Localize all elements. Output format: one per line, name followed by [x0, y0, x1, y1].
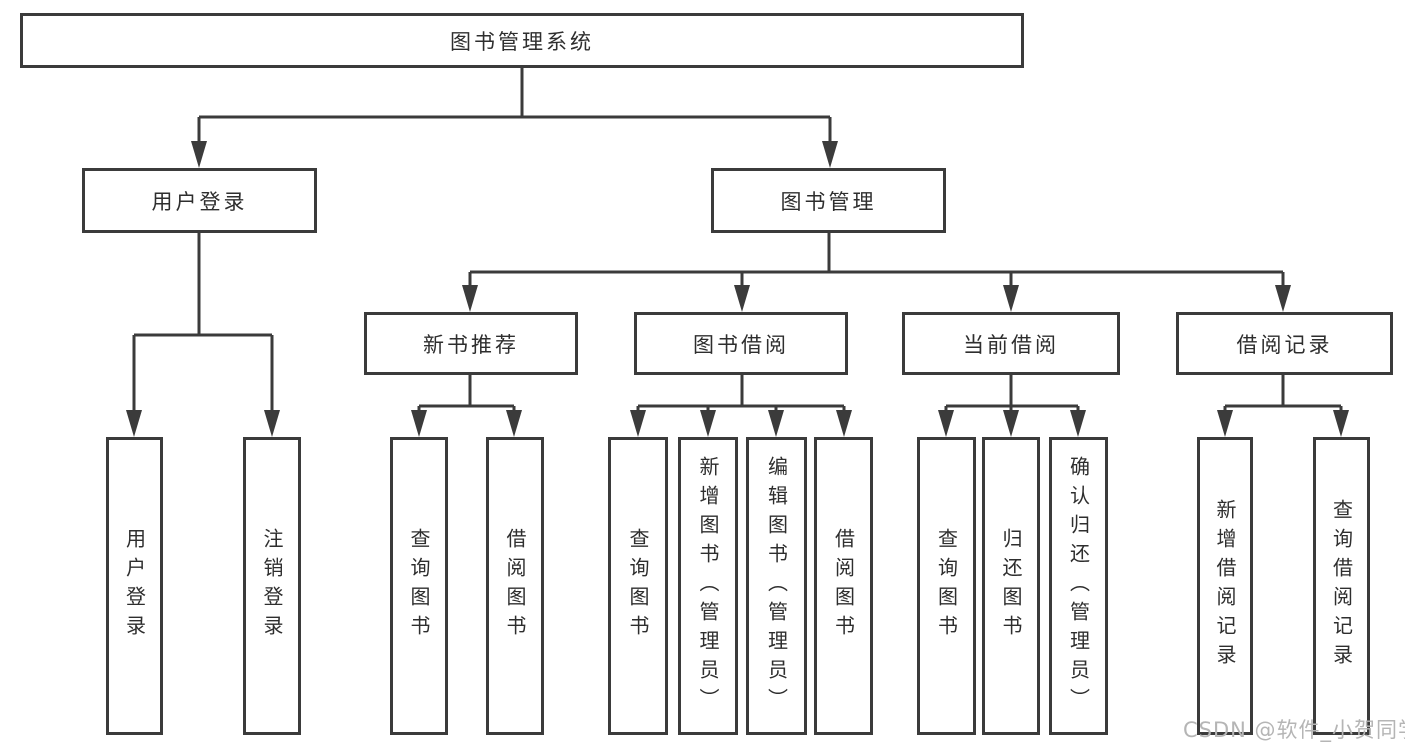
leaf-add-book-admin-label: 新增图书（管理员）	[696, 455, 720, 717]
leaf-query-books-current: 查询图书	[917, 437, 976, 735]
node-new-book-recommend-label: 新书推荐	[423, 332, 519, 357]
leaf-edit-book-admin-label: 编辑图书（管理员）	[764, 455, 789, 717]
node-book-borrow-label: 图书借阅	[693, 332, 789, 357]
leaf-borrow-books-recommend-label: 借阅图书	[503, 528, 527, 644]
leaf-add-borrow-record-label: 新增借阅记录	[1213, 499, 1237, 673]
node-current-borrow: 当前借阅	[902, 312, 1120, 375]
leaf-logout: 注销登录	[243, 437, 301, 735]
leaf-query-books-borrow: 查询图书	[608, 437, 668, 735]
node-root-label: 图书管理系统	[450, 29, 594, 54]
leaf-return-book: 归还图书	[982, 437, 1040, 735]
node-user-login: 用户登录	[82, 168, 317, 233]
leaf-return-book-label: 归还图书	[999, 528, 1023, 644]
node-borrow-records-label: 借阅记录	[1236, 332, 1333, 357]
connector-current-borrow-children	[938, 375, 1086, 437]
leaf-query-books-current-label: 查询图书	[934, 528, 959, 644]
node-book-management: 图书管理	[711, 168, 946, 233]
connector-user-login-children	[126, 233, 280, 437]
connector-new-book-children	[411, 375, 522, 437]
leaf-query-books-recommend-label: 查询图书	[407, 528, 431, 644]
connector-book-management-children	[462, 233, 1291, 312]
leaf-query-books-borrow-label: 查询图书	[626, 528, 650, 644]
node-user-login-label: 用户登录	[151, 189, 248, 214]
node-book-management-label: 图书管理	[780, 189, 877, 214]
leaf-user-login: 用户登录	[106, 437, 163, 735]
node-current-borrow-label: 当前借阅	[963, 332, 1059, 357]
leaf-logout-label: 注销登录	[260, 528, 284, 644]
leaf-user-login-label: 用户登录	[122, 528, 147, 644]
node-book-borrow: 图书借阅	[634, 312, 848, 375]
connector-book-borrow-children	[630, 375, 852, 437]
node-borrow-records: 借阅记录	[1176, 312, 1393, 375]
leaf-query-books-recommend: 查询图书	[390, 437, 448, 735]
leaf-add-borrow-record: 新增借阅记录	[1197, 437, 1253, 735]
node-root: 图书管理系统	[20, 13, 1024, 68]
leaf-query-borrow-record-label: 查询借阅记录	[1329, 499, 1354, 673]
leaf-confirm-return-admin: 确认归还（管理员）	[1049, 437, 1108, 735]
leaf-borrow-books-recommend: 借阅图书	[486, 437, 544, 735]
leaf-query-borrow-record: 查询借阅记录	[1313, 437, 1370, 735]
leaf-borrow-books-label: 借阅图书	[831, 528, 856, 644]
csdn-watermark: CSDN @软件_小贺同学	[1183, 718, 1405, 742]
leaf-confirm-return-admin-label: 确认归还（管理员）	[1066, 455, 1091, 717]
connector-root-to-level2	[191, 68, 838, 168]
leaf-edit-book-admin: 编辑图书（管理员）	[746, 437, 807, 735]
node-new-book-recommend: 新书推荐	[364, 312, 578, 375]
leaf-add-book-admin: 新增图书（管理员）	[678, 437, 738, 735]
connector-borrow-records-children	[1217, 375, 1349, 437]
leaf-borrow-books: 借阅图书	[814, 437, 873, 735]
